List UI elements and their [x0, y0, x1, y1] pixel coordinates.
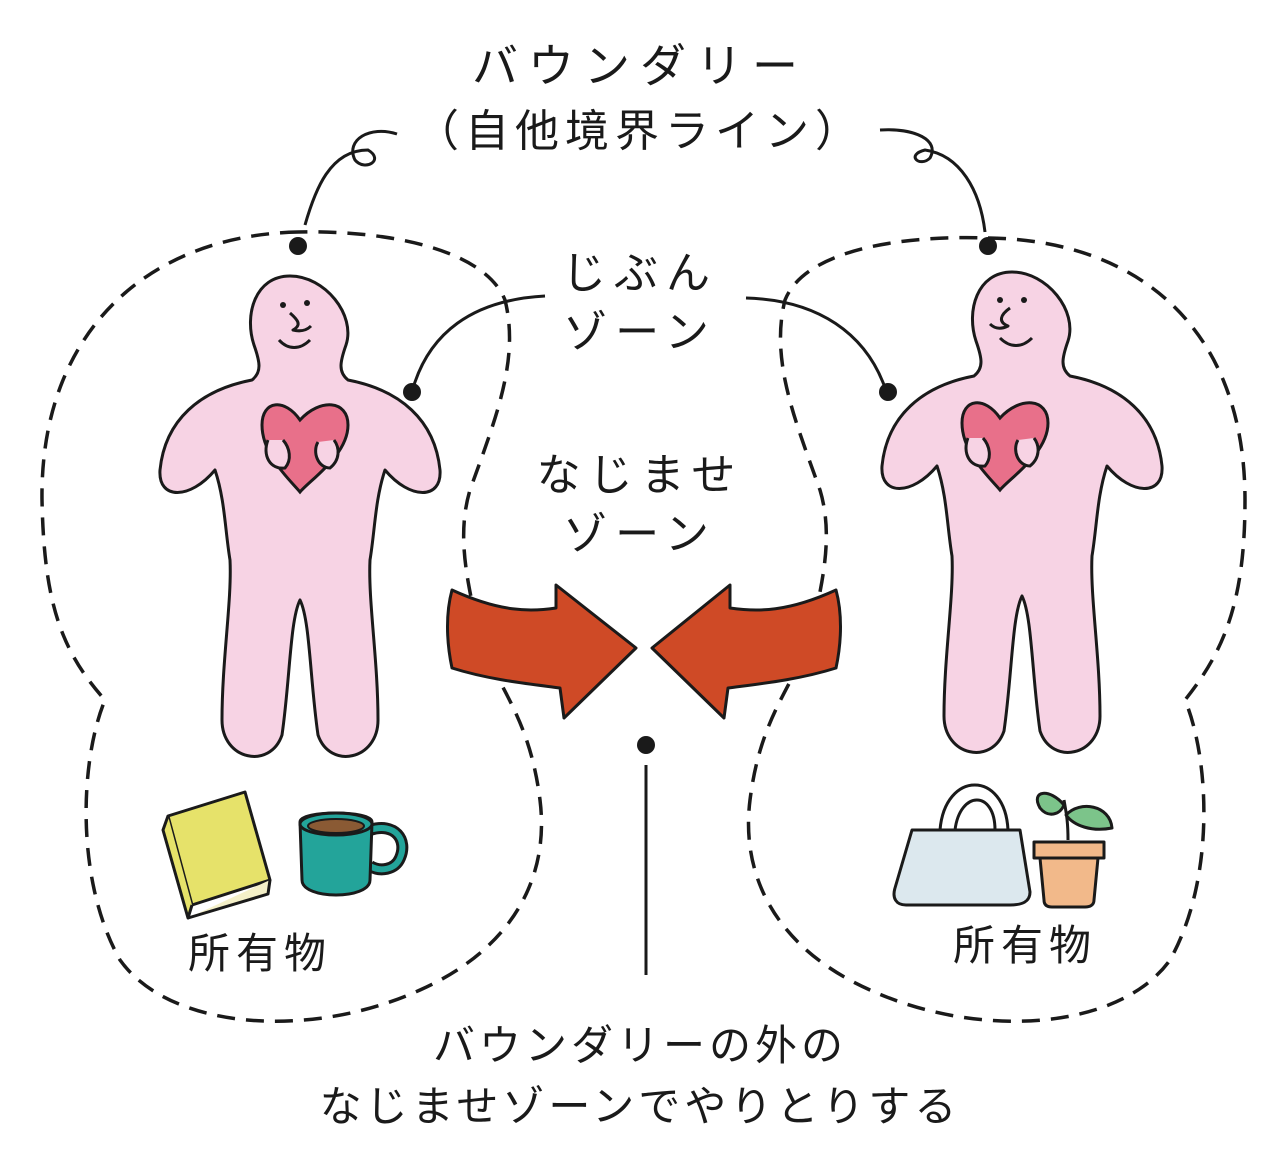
self-zone-marker-left [403, 383, 421, 401]
right-boundary-line [746, 235, 1247, 1023]
title-line-2: （自他境界ライン） [415, 106, 865, 157]
self-zone-marker-right [879, 383, 897, 401]
left-person-figure [158, 274, 442, 758]
title-connector-left [303, 129, 398, 226]
left-person-hands [264, 439, 340, 470]
title-connector-right [879, 128, 987, 233]
right-person-figure [880, 270, 1164, 754]
tote-bag-icon [892, 783, 1032, 907]
possessions-label-right: 所有物 [952, 921, 1097, 970]
self-zone-label: じぶん ゾーン [562, 248, 718, 359]
potted-plant-icon [1032, 791, 1114, 909]
heart-icon-right [960, 401, 1050, 493]
book-icon [161, 790, 272, 920]
right-person-hands [964, 437, 1040, 468]
left-boundary-line [40, 230, 544, 1023]
arrow-right-icon [446, 583, 638, 720]
arrow-left-icon [650, 583, 842, 720]
boundary-marker-left [289, 237, 307, 255]
mug-icon [298, 811, 409, 897]
caption: バウンダリーの外の なじませゾーンでやりとりする [319, 1021, 961, 1131]
possessions-label-left: 所有物 [187, 929, 332, 978]
blend-zone-label: なじませ ゾーン [536, 450, 744, 561]
blend-zone-marker [637, 736, 655, 754]
title-line-1: バウンダリー [472, 39, 808, 93]
self-zone-connector-left [412, 294, 546, 386]
self-zone-connector-right [745, 296, 886, 386]
heart-icon [260, 403, 350, 495]
boundary-marker-right [979, 237, 997, 255]
